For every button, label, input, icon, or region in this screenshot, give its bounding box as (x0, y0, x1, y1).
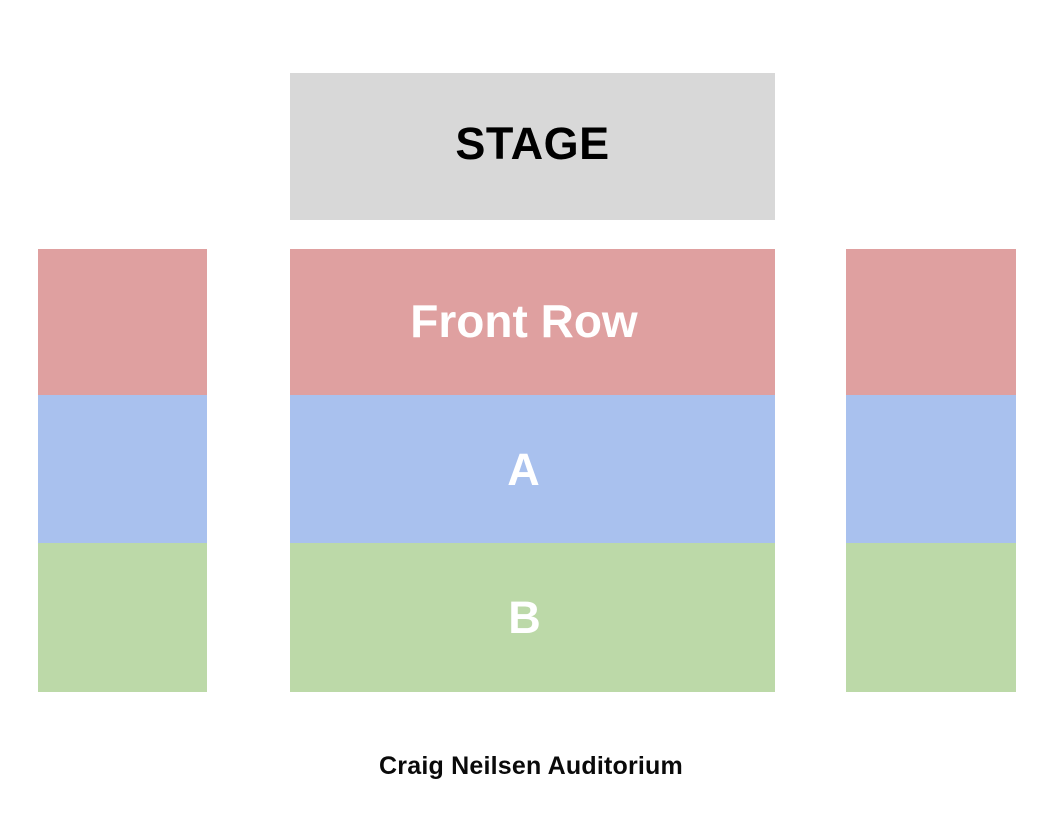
section-front-row-left[interactable] (38, 249, 207, 395)
section-a-center[interactable]: A (290, 395, 775, 543)
seating-block-right (846, 249, 1016, 692)
section-front-row-label: Front Row (410, 295, 638, 347)
section-a-right[interactable] (846, 395, 1016, 543)
section-b-label: B (508, 592, 541, 643)
section-b-right[interactable] (846, 543, 1016, 692)
section-a-left[interactable] (38, 395, 207, 543)
section-front-row-center[interactable]: Front Row (290, 249, 775, 395)
venue-name-caption: Craig Neilsen Auditorium (379, 752, 683, 780)
section-front-row-right[interactable] (846, 249, 1016, 395)
section-a-label: A (507, 444, 540, 495)
seating-block-center: Front Row A B (290, 249, 775, 692)
seating-block-left (38, 249, 207, 692)
section-b-center[interactable]: B (290, 543, 775, 692)
stage-block[interactable]: STAGE (290, 73, 775, 220)
stage-label: STAGE (455, 118, 610, 169)
section-b-left[interactable] (38, 543, 207, 692)
